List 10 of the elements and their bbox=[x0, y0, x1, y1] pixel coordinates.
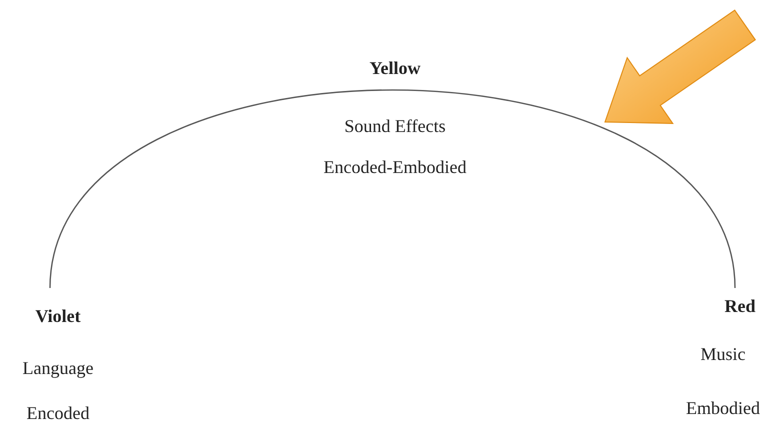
category-label: Encoded-Embodied bbox=[322, 156, 468, 178]
category-label: Sound Effects bbox=[343, 115, 447, 137]
color-heading: Yellow bbox=[368, 57, 422, 79]
category-label: Encoded bbox=[26, 402, 90, 424]
category-label: Language bbox=[22, 357, 94, 379]
category-label: Music bbox=[700, 343, 746, 365]
arc-line bbox=[49, 90, 736, 288]
category-label: Embodied bbox=[685, 397, 761, 419]
color-heading: Violet bbox=[34, 305, 82, 327]
color-heading: Red bbox=[724, 295, 756, 317]
